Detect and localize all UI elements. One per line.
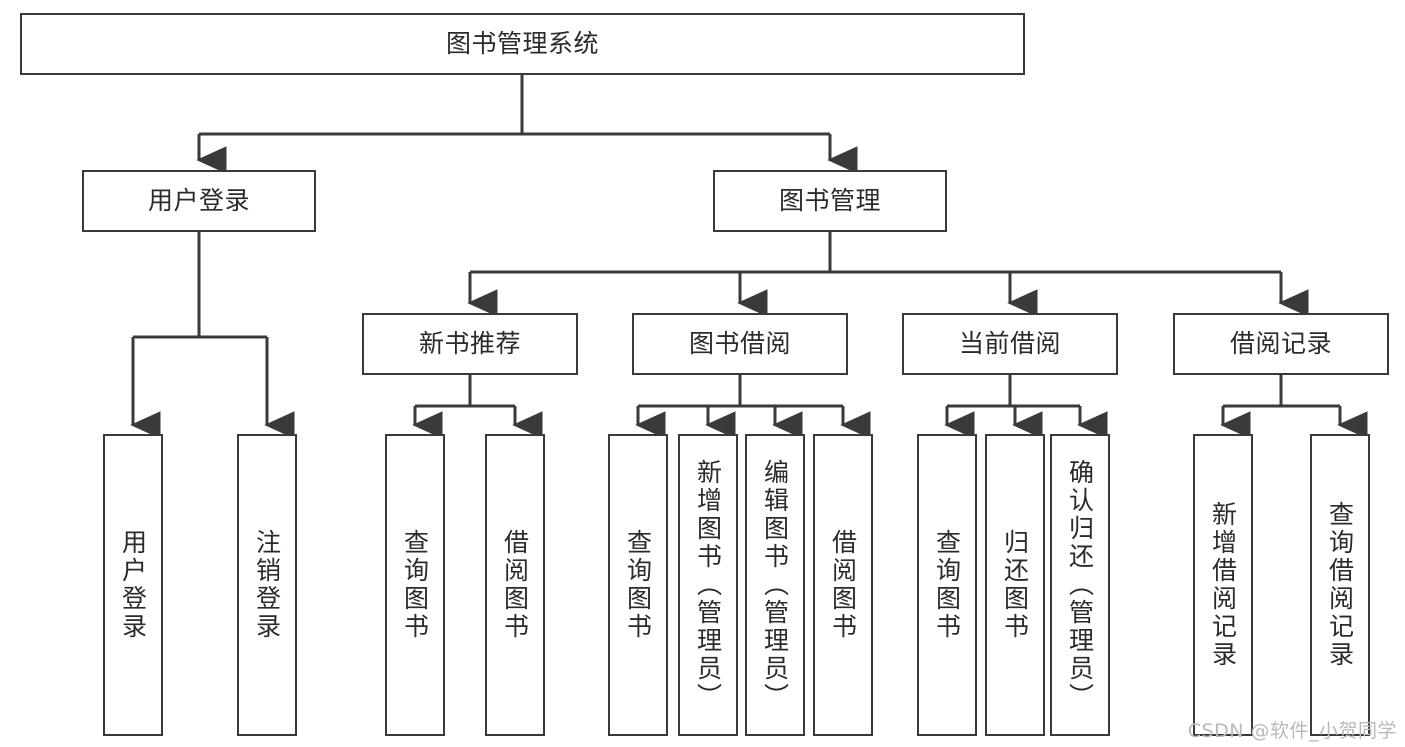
node-label: 借阅图书 [828,529,858,641]
node-book-borrow[interactable]: 图书借阅 [632,313,848,375]
node-label: 图书管理系统 [445,29,599,59]
node-new-book-recommend[interactable]: 新书推荐 [362,313,578,375]
leaf-user-login-logout[interactable]: 注销登录 [237,434,297,736]
leaf-current-borrow-return[interactable]: 归还图书 [985,434,1045,736]
csdn-watermark: CSDN @软件_小贺同学 [1187,720,1397,742]
node-label: 新增借阅记录 [1208,501,1238,669]
leaf-user-login-login[interactable]: 用户登录 [103,434,163,736]
node-label: 用户登录 [147,186,250,216]
leaf-new-book-query[interactable]: 查询图书 [385,434,445,736]
node-label: 查询借阅记录 [1325,501,1355,669]
node-label: 查询图书 [400,529,430,641]
leaf-book-borrow-edit[interactable]: 编辑图书（管理员） [745,434,805,736]
node-label: 新书推荐 [418,329,521,359]
node-label: 借阅记录 [1229,329,1332,359]
leaf-book-borrow-add[interactable]: 新增图书（管理员） [678,434,738,736]
node-borrow-record[interactable]: 借阅记录 [1173,313,1389,375]
node-label: 图书管理 [778,186,881,216]
node-label: 借阅图书 [500,529,530,641]
node-label: 当前借阅 [958,329,1061,359]
node-label: 查询图书 [623,529,653,641]
node-label: 新增图书（管理员） [693,459,723,711]
node-user-login[interactable]: 用户登录 [82,170,316,232]
leaf-book-borrow-borrow[interactable]: 借阅图书 [813,434,873,736]
node-root-system[interactable]: 图书管理系统 [20,13,1025,75]
node-current-borrow[interactable]: 当前借阅 [902,313,1118,375]
leaf-borrow-record-add[interactable]: 新增借阅记录 [1193,434,1253,736]
node-label: 用户登录 [118,529,148,641]
node-label: 图书借阅 [688,329,791,359]
node-label: 归还图书 [1000,529,1030,641]
leaf-current-borrow-query[interactable]: 查询图书 [917,434,977,736]
leaf-book-borrow-query[interactable]: 查询图书 [608,434,668,736]
node-label: 注销登录 [252,529,282,641]
leaf-current-borrow-confirm[interactable]: 确认归还（管理员） [1050,434,1110,736]
leaf-new-book-borrow[interactable]: 借阅图书 [485,434,545,736]
node-book-management[interactable]: 图书管理 [713,170,947,232]
leaf-borrow-record-query[interactable]: 查询借阅记录 [1310,434,1370,736]
node-label: 确认归还（管理员） [1065,459,1095,711]
node-label: 编辑图书（管理员） [760,459,790,711]
node-label: 查询图书 [932,529,962,641]
